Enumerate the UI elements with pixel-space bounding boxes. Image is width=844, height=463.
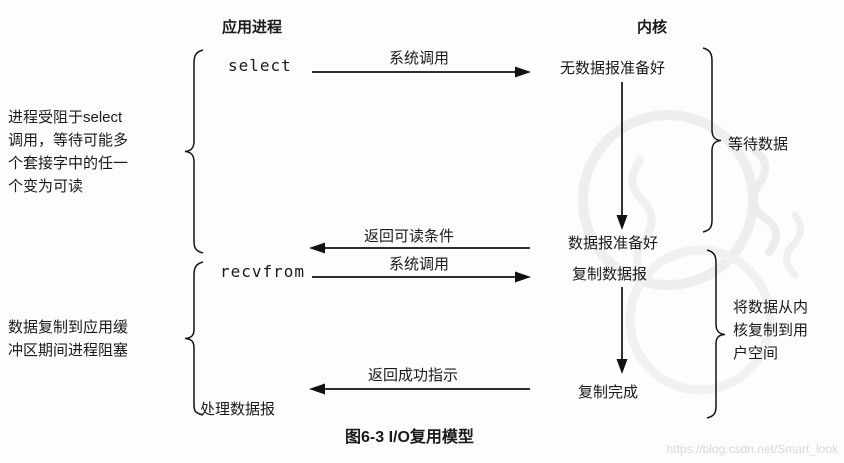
blocked-during-copy-note: 数据复制到应用缓 冲区期间进程阻塞 <box>8 319 129 359</box>
app-process-header: 应用进程 <box>222 19 283 36</box>
kernel-wait-arrow <box>616 82 628 230</box>
process-datagram-label: 处理数据报 <box>200 401 276 418</box>
datagram-ready-label: 数据报准备好 <box>568 235 659 252</box>
recvfrom-label: recvfrom <box>220 262 306 281</box>
kernel-copy-arrow <box>616 287 628 374</box>
system-call-arrow-1 <box>312 66 531 78</box>
return-success-arrow <box>309 383 530 395</box>
system-call-2-label: 系统调用 <box>389 256 450 273</box>
return-success-label: 返回成功指示 <box>368 367 459 384</box>
return-readable-label: 返回可读条件 <box>364 228 455 245</box>
kernel-header: 内核 <box>637 19 668 36</box>
select-label: select <box>228 56 292 75</box>
right-brace-wait <box>702 47 722 233</box>
figure-caption: 图6-3 I/O复用模型 <box>345 429 474 446</box>
left-brace-copy <box>184 261 204 416</box>
left-brace-select <box>184 49 204 254</box>
copy-datagram-label: 复制数据报 <box>572 266 648 283</box>
no-datagram-ready-label: 无数据报准备好 <box>560 60 666 77</box>
copy-kernel-to-user-note: 将数据从内 核复制到用 户空间 <box>733 299 809 362</box>
url-watermark: https://blog.csdn.net/Smart_look <box>666 442 838 456</box>
copy-complete-label: 复制完成 <box>578 384 639 401</box>
system-call-1-label: 系统调用 <box>389 50 450 67</box>
blocked-in-select-note: 进程受阻于select 调用，等待可能多 个套接字中的任一 个变为可读 <box>8 109 129 195</box>
wait-for-data-note: 等待数据 <box>728 136 789 153</box>
right-brace-copy <box>706 249 726 419</box>
